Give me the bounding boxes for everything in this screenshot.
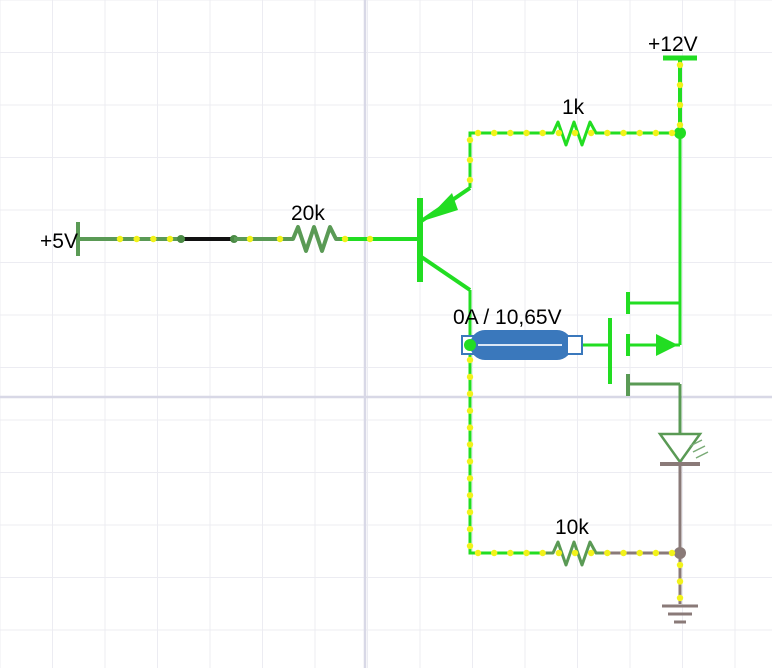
- current-dot: [555, 549, 563, 557]
- supply-12v[interactable]: [663, 55, 697, 133]
- current-dot: [652, 549, 660, 557]
- supply-5v-label: +5V: [40, 230, 78, 253]
- current-dot: [466, 508, 474, 516]
- resistor-20k-label: 20k: [291, 202, 325, 225]
- node-ground[interactable]: [674, 547, 686, 559]
- current-dot: [466, 136, 474, 144]
- resistor-20k[interactable]: [287, 225, 340, 253]
- current-dot: [668, 549, 676, 557]
- current-flow-dots: [116, 61, 684, 602]
- current-dot: [604, 129, 611, 137]
- current-dot: [466, 475, 474, 482]
- node-emitter[interactable]: [464, 339, 476, 351]
- pnp-transistor-icon[interactable]: [417, 185, 472, 292]
- probe-reading-label: 0A / 10,65V: [453, 306, 562, 329]
- current-dot: [676, 561, 684, 569]
- current-dot: [676, 121, 684, 129]
- current-dot: [116, 235, 124, 243]
- current-dot: [587, 549, 595, 557]
- pulldown-wire-left[interactable]: [468, 345, 545, 555]
- current-dot: [246, 235, 254, 243]
- current-dot: [620, 549, 627, 557]
- current-dot: [474, 549, 482, 557]
- current-dot: [523, 129, 530, 137]
- switch-icon[interactable]: [177, 235, 238, 243]
- current-dot: [490, 549, 498, 557]
- current-dot: [676, 61, 684, 69]
- current-dot: [571, 129, 579, 137]
- current-dot: [652, 129, 660, 137]
- current-dot: [507, 549, 514, 557]
- current-dot: [466, 542, 474, 550]
- supply-12v-label: +12V: [648, 33, 698, 56]
- ground-icon[interactable]: [662, 604, 698, 624]
- current-dot: [466, 458, 474, 465]
- current-dot: [676, 578, 684, 585]
- resistor-10k[interactable]: [545, 540, 603, 567]
- current-dot: [676, 101, 684, 109]
- node-12v[interactable]: [674, 127, 686, 139]
- current-dot: [636, 129, 643, 137]
- voltmeter-probe-icon[interactable]: [461, 330, 583, 360]
- current-dot: [539, 549, 546, 557]
- current-dot: [587, 129, 595, 137]
- current-dot: [366, 235, 374, 243]
- current-dot: [555, 129, 563, 137]
- current-dot: [466, 176, 474, 184]
- current-dot: [276, 235, 284, 243]
- current-dot: [466, 441, 474, 448]
- current-dot: [620, 129, 627, 137]
- led-icon[interactable]: [657, 432, 709, 466]
- resistor-10k-label: 10k: [555, 516, 589, 539]
- supply-5v[interactable]: [76, 222, 181, 256]
- current-dot: [466, 407, 474, 414]
- current-dot: [676, 81, 684, 89]
- resistor-1k[interactable]: [545, 120, 603, 147]
- current-dot: [466, 424, 474, 431]
- current-dot: [636, 549, 643, 557]
- current-dot: [523, 549, 530, 557]
- current-dot: [507, 129, 514, 137]
- current-dot: [466, 373, 474, 381]
- current-dot: [571, 549, 579, 557]
- current-dot: [466, 156, 474, 164]
- current-dot: [466, 525, 474, 533]
- current-dot: [133, 235, 140, 243]
- current-dot: [490, 129, 498, 137]
- current-dot: [466, 356, 474, 364]
- current-dot: [604, 549, 611, 557]
- current-dot: [474, 129, 482, 137]
- current-dot: [676, 594, 684, 602]
- collector-wire[interactable]: [468, 131, 680, 185]
- current-dot: [341, 235, 349, 243]
- current-dot: [668, 129, 676, 137]
- current-dot: [150, 235, 157, 243]
- mosfet-icon[interactable]: [608, 292, 680, 396]
- current-dot: [466, 492, 474, 499]
- current-dot: [166, 235, 174, 243]
- resistor-1k-label: 1k: [562, 96, 585, 119]
- current-dot: [466, 390, 474, 398]
- current-dot: [539, 129, 546, 137]
